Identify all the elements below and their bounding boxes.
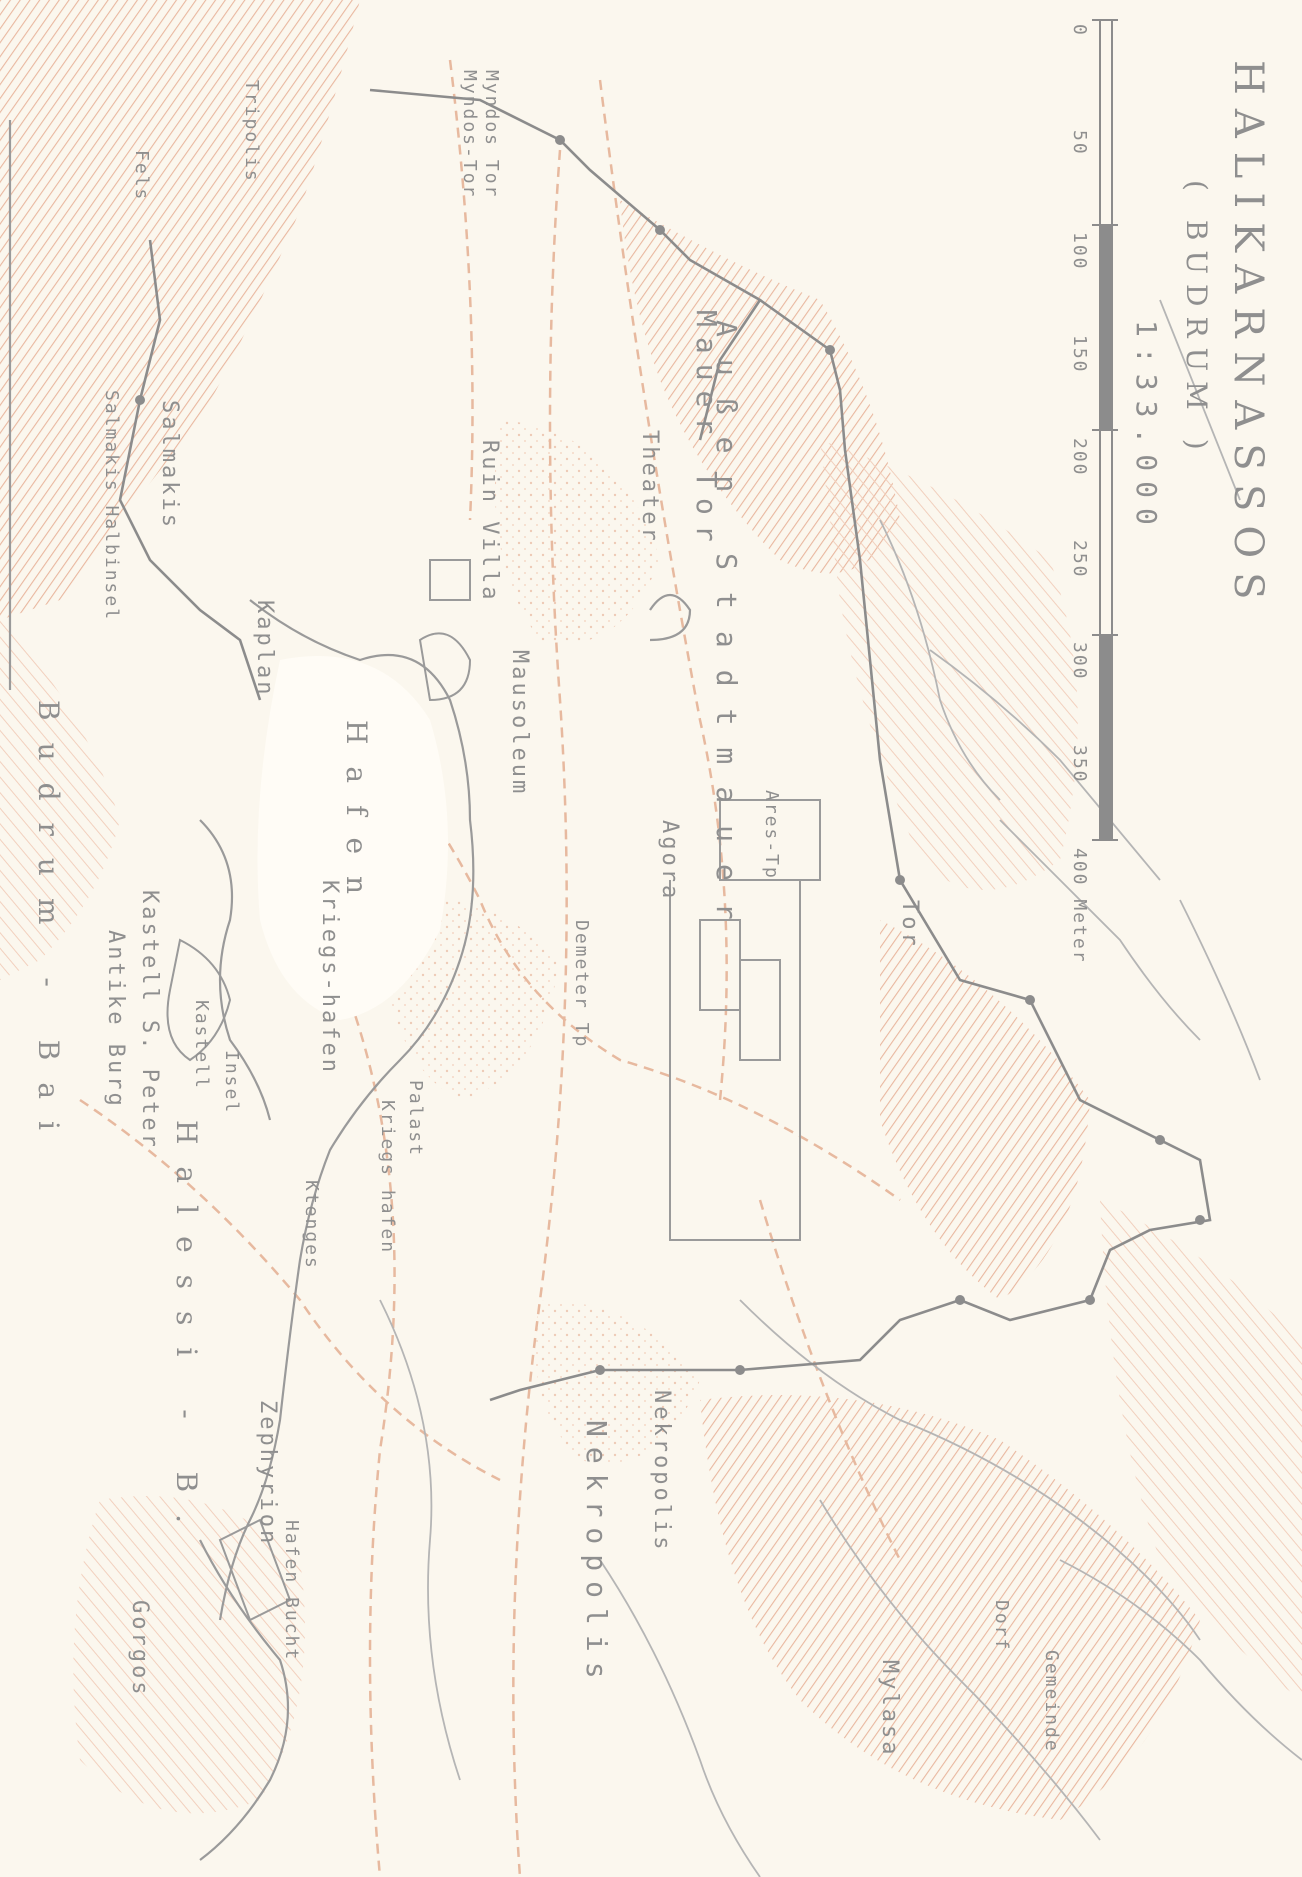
label-ares-temple: Ares-Tp — [761, 790, 782, 880]
scale-tick-200: 200 — [1069, 438, 1090, 477]
label-agora: Agora — [657, 820, 682, 902]
label-kriegs: Kriegs hafen — [377, 1100, 398, 1255]
theater-arc — [649, 593, 692, 642]
building-outlines — [166, 559, 821, 1622]
label-myndos-gate-sub: Myndos-Tor — [459, 70, 480, 199]
label-myndos-gate: Myndos Tor — [481, 70, 502, 199]
label-nekropolis-gloss: Nekropolis — [649, 1390, 674, 1553]
label-mausoleum: Mausoleum — [507, 650, 532, 797]
wall-nodes — [135, 135, 1205, 1375]
label-zephyrion: Zephyrion — [255, 1400, 280, 1547]
scale-bar-graphic — [1092, 19, 1118, 841]
scale-tick-300: 300 — [1069, 642, 1090, 681]
label-mauer-tor: Mauer Tor — [690, 310, 723, 552]
label-kaplan: Kaplan — [252, 600, 277, 698]
scale-tick-150: 150 — [1069, 335, 1090, 374]
label-hafen-bucht: Hafen Bucht — [281, 1520, 302, 1662]
harbor-basin — [257, 656, 448, 1020]
label-ktenges: Ktenges — [301, 1180, 322, 1270]
label-hafen: Hafen — [340, 720, 373, 917]
scale-tick-0: 0 — [1069, 24, 1090, 37]
label-kriegshafen: Kriegs-hafen — [317, 880, 342, 1075]
scale-tick-100: 100 — [1069, 232, 1090, 271]
scale-tick-350: 350 — [1069, 745, 1090, 784]
scale-tick-400: 400 Meter — [1069, 848, 1090, 964]
label-halessi-bay: Halessi - B. — [170, 1120, 203, 1546]
city-wall — [118, 88, 1212, 1402]
label-demeter-temple: Demeter Tp — [571, 920, 592, 1049]
relief-hills — [0, 0, 1302, 1820]
map-subtitle: ( BUDRUM ) — [1180, 180, 1213, 460]
label-palast: Palast — [405, 1080, 426, 1158]
contours — [379, 299, 1302, 1877]
label-gemeinde: Gemeinde — [1041, 1650, 1062, 1753]
label-salmakis-sub: Salmakis Halbinsel — [101, 390, 122, 622]
label-castle: Kastell S. Peter — [137, 890, 162, 1150]
label-mylasa: Mylasa — [877, 1660, 902, 1758]
label-tor: Tor — [897, 900, 922, 949]
scale-tick-250: 250 — [1069, 540, 1090, 579]
label-kastell-zeichen: Kastell — [191, 1000, 212, 1090]
coastline — [8, 120, 475, 1861]
label-necropolis: Nekropolis — [580, 1420, 613, 1689]
label-fels: Fels — [131, 150, 152, 202]
roads — [79, 59, 902, 1877]
label-gorgos: Gorgos — [127, 1600, 152, 1698]
label-salmakis: Salmakis — [157, 400, 182, 530]
label-castle-sub: Antike Burg — [103, 930, 128, 1109]
label-insel: Insel — [221, 1050, 242, 1115]
label-theater: Theater — [637, 430, 662, 544]
label-ruin-villa: Ruin Villa — [477, 440, 502, 603]
label-dorf: Dorf — [991, 1600, 1012, 1652]
label-tripolis: Tripolis — [241, 80, 262, 183]
map-scale: 1:33.000 — [1130, 320, 1163, 535]
scale-tick-50: 50 — [1069, 130, 1090, 156]
map-title: HALIKARNASSOS — [1225, 60, 1271, 614]
label-budrum-bai: Budrum - Bai — [32, 700, 65, 1152]
